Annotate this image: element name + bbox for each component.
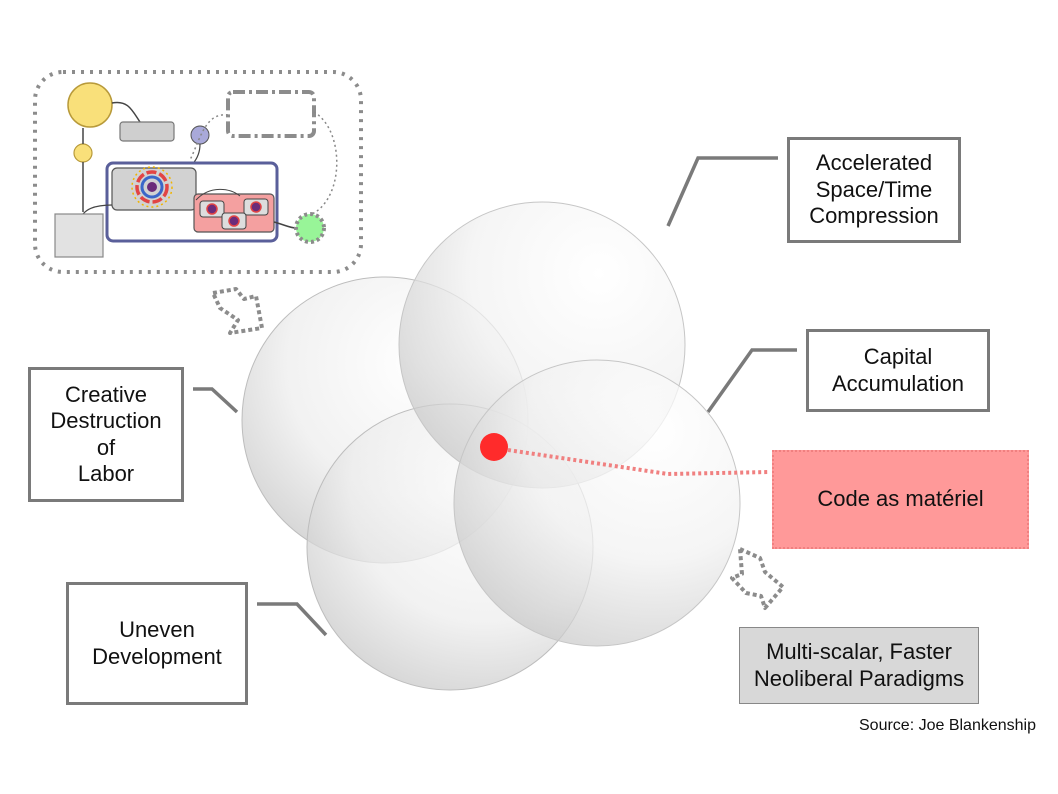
label-code-as-materiel: Code as matériel [772,450,1029,549]
large-yellow-node [67,82,113,128]
mini-node [228,215,240,227]
dashed-arrow-icon [730,547,785,610]
code-link-dotted [507,448,771,477]
colored-ring [135,170,169,204]
label-uneven-development: Uneven Development [66,582,248,705]
green-node [294,212,326,244]
venn-spheres [241,201,741,691]
label-creative-destruction: Creative Destruction of Labor [28,367,184,502]
inset-diagram [33,70,363,274]
small-yellow-node [73,143,93,163]
colored-ring [147,182,157,192]
inset-connector [195,188,241,201]
source-caption: Source: Joe Blankenship [859,717,1036,734]
connector-capital [706,348,797,414]
code-point-marker [480,433,508,461]
connector-creative [193,387,239,414]
connector-accelerated [666,156,778,227]
label-creative-text: Creative Destruction of Labor [50,381,162,486]
label-accelerated-text: Accelerated Space/Time Compression [809,150,939,229]
connector-uneven [257,602,328,637]
dashed-placeholder-node [226,90,316,138]
colored-ring [140,175,164,199]
colored-ring [131,166,173,208]
label-code-text: Code as matériel [817,486,984,512]
inset-connector [82,204,113,215]
inset-frame [33,70,363,274]
inset-dotted-link [309,111,338,216]
label-capital-text: Capital Accumulation [831,344,965,396]
mini-node [206,203,218,215]
sphere-capital-accumulation [453,359,741,647]
label-multiscalar-text: Multi-scalar, Faster Neoliberal Paradigm… [753,639,965,691]
label-accelerated-compression: Accelerated Space/Time Compression [787,137,961,243]
inset-dotted-link [189,114,229,161]
label-multiscalar: Multi-scalar, Faster Neoliberal Paradigm… [739,627,979,704]
grey-pill-node [119,121,175,142]
label-uneven-text: Uneven Development [92,617,222,669]
purple-node [190,125,210,145]
inset-connector [111,101,141,123]
dashed-arrow-icon [211,287,264,335]
mini-node [250,201,262,213]
grey-square-node [54,213,104,258]
label-capital-accumulation: Capital Accumulation [806,329,990,412]
